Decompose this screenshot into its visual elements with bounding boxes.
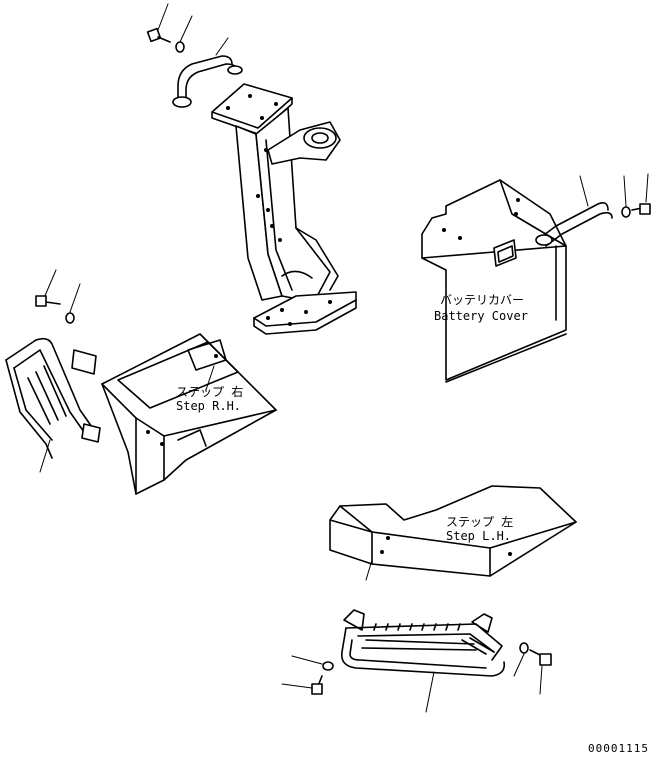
bolt-top	[146, 27, 171, 43]
battery-cover-handle	[539, 202, 609, 239]
leader-washer-rh	[69, 283, 81, 313]
leader-bolt-lh-right	[539, 665, 543, 695]
leader-step-frame-rh	[39, 439, 51, 473]
step-lh-label-en: Step L.H.	[446, 529, 511, 543]
bolt-battery-cover	[631, 203, 651, 215]
step-lh-assembly: ステップ 左 Step L.H.	[281, 485, 577, 713]
leader-washer-lh-left	[291, 655, 323, 665]
step-lh-body	[329, 485, 577, 577]
step-rh-assembly: ステップ 右 Step R.H.	[5, 269, 277, 495]
leader-bolt-rh	[43, 269, 57, 299]
leader-step-rh	[205, 365, 215, 391]
washer-lh-right	[519, 642, 529, 654]
leader-bolt-top	[157, 3, 169, 31]
drawing-number: 00001115	[588, 742, 649, 755]
step-mount-plate-lh	[343, 609, 365, 631]
step-rh-label-jp: ステップ 右	[176, 384, 243, 399]
leader-washer-lh-right	[513, 653, 525, 677]
step-lh-label-jp: ステップ 左	[446, 514, 513, 529]
top-handle-assembly	[146, 3, 357, 335]
leader-washer-battery	[623, 175, 627, 207]
bolt-lh-right	[529, 649, 552, 666]
battery-cover-label-jp: バッテリカバー	[440, 293, 524, 307]
bolt-rh	[35, 295, 61, 307]
leader-step-frame-lh	[425, 671, 435, 713]
washer-rh	[65, 312, 75, 324]
leader-handle-battery	[579, 175, 589, 207]
step-rh-label-en: Step R.H.	[176, 399, 241, 413]
leader-washer-top	[179, 15, 193, 43]
battery-cover-assembly: バッテリカバー Battery Cover	[421, 173, 651, 383]
bolt-lh-left	[311, 675, 323, 695]
washer-battery-cover	[621, 206, 631, 218]
washer-top	[175, 41, 185, 53]
step-frame-rh	[5, 337, 95, 431]
washer-lh-left	[322, 661, 334, 671]
leader-bolt-battery	[645, 173, 649, 203]
battery-cover-body	[421, 179, 567, 381]
battery-cover-label-en: Battery Cover	[434, 309, 528, 323]
step-mount-plate-rh	[71, 349, 97, 375]
leader-bolt-lh-left	[281, 683, 313, 689]
leader-handle-top	[215, 37, 229, 56]
step-rh-tread	[117, 341, 239, 409]
grab-handle-top	[177, 55, 233, 101]
step-rh-body	[101, 333, 277, 495]
